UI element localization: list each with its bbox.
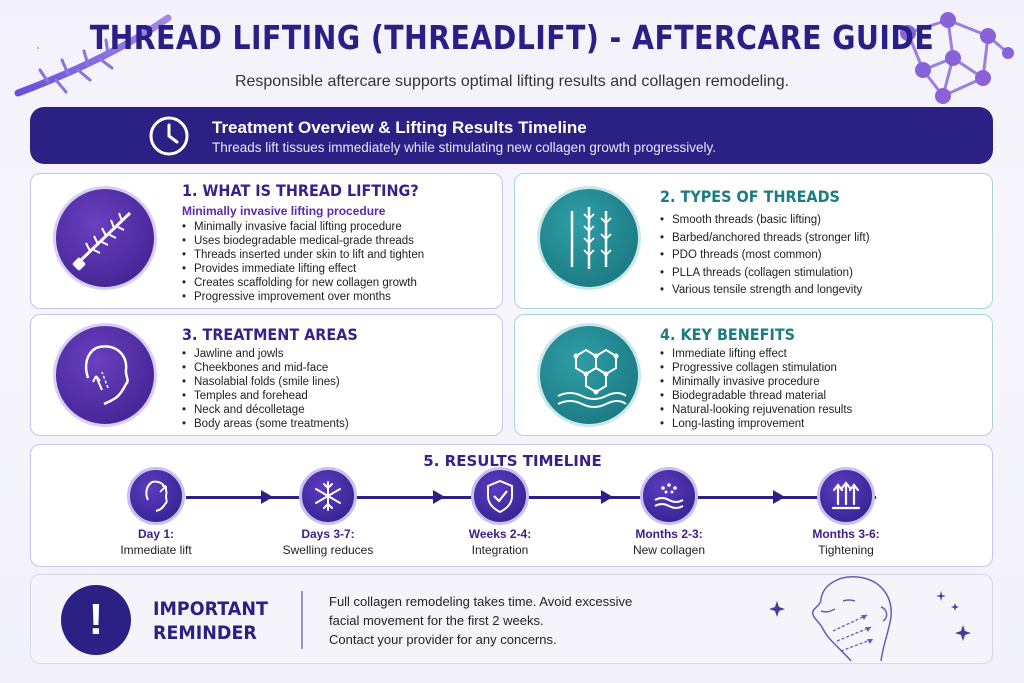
- list-item: Temples and forehead: [182, 389, 349, 403]
- snowflake-icon: [299, 467, 357, 525]
- what-card-title: 1. WHAT IS THREAD LIFTING?: [182, 181, 419, 200]
- timeline-step-label: Months 3-6:: [812, 527, 880, 541]
- list-item: Creates scaffolding for new collagen gro…: [182, 276, 424, 290]
- timeline-step-label: Days 3-7:: [301, 527, 355, 541]
- list-item: Minimally invasive procedure: [660, 375, 852, 389]
- timeline-step-label: Day 1:: [137, 527, 175, 541]
- timeline-step-desc: Integration: [471, 543, 529, 557]
- decorative-thread-illustration: [14, 14, 172, 97]
- timeline-step-label: Weeks 2-4:: [468, 527, 532, 541]
- results-timeline-card: 5. RESULTS TIMELINE Day 1: Immediate lif…: [30, 444, 993, 567]
- types-of-threads-card: 2. TYPES OF THREADS Smooth threads (basi…: [514, 173, 993, 309]
- list-item: Cheekbones and mid-face: [182, 361, 349, 375]
- list-item: Body areas (some treatments): [182, 417, 349, 431]
- what-card-list: Minimally invasive facial lifting proced…: [182, 220, 424, 304]
- reminder-title: IMPORTANT REMINDER: [153, 597, 268, 645]
- what-is-thread-lifting-card: 1. WHAT IS THREAD LIFTING? Minimally inv…: [30, 173, 503, 309]
- types-card-title: 2. TYPES OF THREADS: [660, 187, 840, 206]
- reminder-line: Contact your provider for any concerns.: [329, 632, 557, 647]
- reminder-title-line: IMPORTANT: [153, 598, 268, 620]
- areas-card-list: Jawline and jowls Cheekbones and mid-fac…: [182, 347, 349, 431]
- reminder-line: Full collagen remodeling takes time. Avo…: [329, 594, 633, 609]
- list-item: Various tensile strength and longevity: [660, 282, 870, 300]
- list-item: Progressive collagen stimulation: [660, 361, 852, 375]
- types-card-list: Smooth threads (basic lifting) Barbed/an…: [660, 212, 870, 300]
- banner-text: Threads lift tissues immediately while s…: [212, 140, 716, 155]
- list-item: PLLA threads (collagen stimulation): [660, 265, 870, 283]
- timeline-title: 5. RESULTS TIMELINE: [423, 452, 602, 470]
- list-item: Natural-looking rejuvenation results: [660, 403, 852, 417]
- page-subtitle: Responsible aftercare supports optimal l…: [234, 73, 790, 90]
- arrow-right-icon: [433, 490, 445, 504]
- list-item: Jawline and jowls: [182, 347, 349, 361]
- face-lift-icon: [127, 467, 185, 525]
- list-item: Biodegradable thread material: [660, 389, 852, 403]
- important-reminder-card: ! IMPORTANT REMINDER Full collagen remod…: [30, 574, 993, 664]
- benefits-card-list: Immediate lifting effect Progressive col…: [660, 347, 852, 431]
- overview-banner: Treatment Overview & Lifting Results Tim…: [30, 107, 993, 164]
- benefits-card-title: 4. KEY BENEFITS: [660, 325, 796, 344]
- list-item: Minimally invasive facial lifting proced…: [182, 220, 424, 234]
- threads-icon: [537, 186, 641, 290]
- arrows-up-icon: [817, 467, 875, 525]
- list-item: Uses biodegradable medical-grade threads: [182, 234, 424, 248]
- arrow-right-icon: [261, 490, 273, 504]
- treatment-areas-card: 3. TREATMENT AREAS Jawline and jowls Che…: [30, 314, 503, 436]
- timeline-step-label: Months 2-3:: [635, 527, 703, 541]
- what-card-subtitle: Minimally invasive lifting procedure: [182, 204, 386, 218]
- timeline-step-desc: Immediate lift: [120, 543, 192, 557]
- areas-card-title: 3. TREATMENT AREAS: [182, 325, 358, 344]
- face-profile-icon: [53, 323, 157, 427]
- list-item: Threads inserted under skin to lift and …: [182, 248, 424, 262]
- timeline-step-desc: New collagen: [632, 543, 706, 557]
- list-item: Barbed/anchored threads (stronger lift): [660, 230, 870, 248]
- reminder-line: facial movement for the first 2 weeks.: [329, 613, 544, 628]
- list-item: Neck and décolletage: [182, 403, 349, 417]
- key-benefits-card: 4. KEY BENEFITS Immediate lifting effect…: [514, 314, 993, 436]
- list-item: Nasolabial folds (smile lines): [182, 375, 349, 389]
- collagen-molecule-icon: [537, 323, 641, 427]
- reminder-text: Full collagen remodeling takes time. Avo…: [329, 592, 669, 649]
- list-item: PDO threads (most common): [660, 247, 870, 265]
- exclamation-icon: !: [61, 585, 131, 655]
- collagen-waves-icon: [640, 467, 698, 525]
- decorative-molecule-illustration: [900, 12, 1014, 104]
- face-profile-sketch-icon: [769, 576, 971, 662]
- timeline-step-desc: Swelling reduces: [282, 543, 374, 557]
- arrow-right-icon: [601, 490, 613, 504]
- list-item: Provides immediate lifting effect: [182, 262, 424, 276]
- list-item: Immediate lifting effect: [660, 347, 852, 361]
- list-item: Smooth threads (basic lifting): [660, 212, 870, 230]
- page-title: THREAD LIFTING (THREADLIFT) - AFTERCARE …: [89, 18, 935, 57]
- timeline-line: [186, 496, 876, 499]
- arrow-right-icon: [773, 490, 785, 504]
- list-item: Progressive improvement over months: [182, 290, 424, 304]
- reminder-title-line: REMINDER: [153, 622, 257, 644]
- clock-icon: [149, 116, 189, 156]
- divider: [301, 591, 303, 649]
- shield-check-icon: [471, 467, 529, 525]
- barbed-thread-icon: [53, 186, 157, 290]
- timeline-step-desc: Tightening: [818, 543, 874, 557]
- list-item: Long-lasting improvement: [660, 417, 852, 431]
- banner-title: Treatment Overview & Lifting Results Tim…: [212, 118, 587, 137]
